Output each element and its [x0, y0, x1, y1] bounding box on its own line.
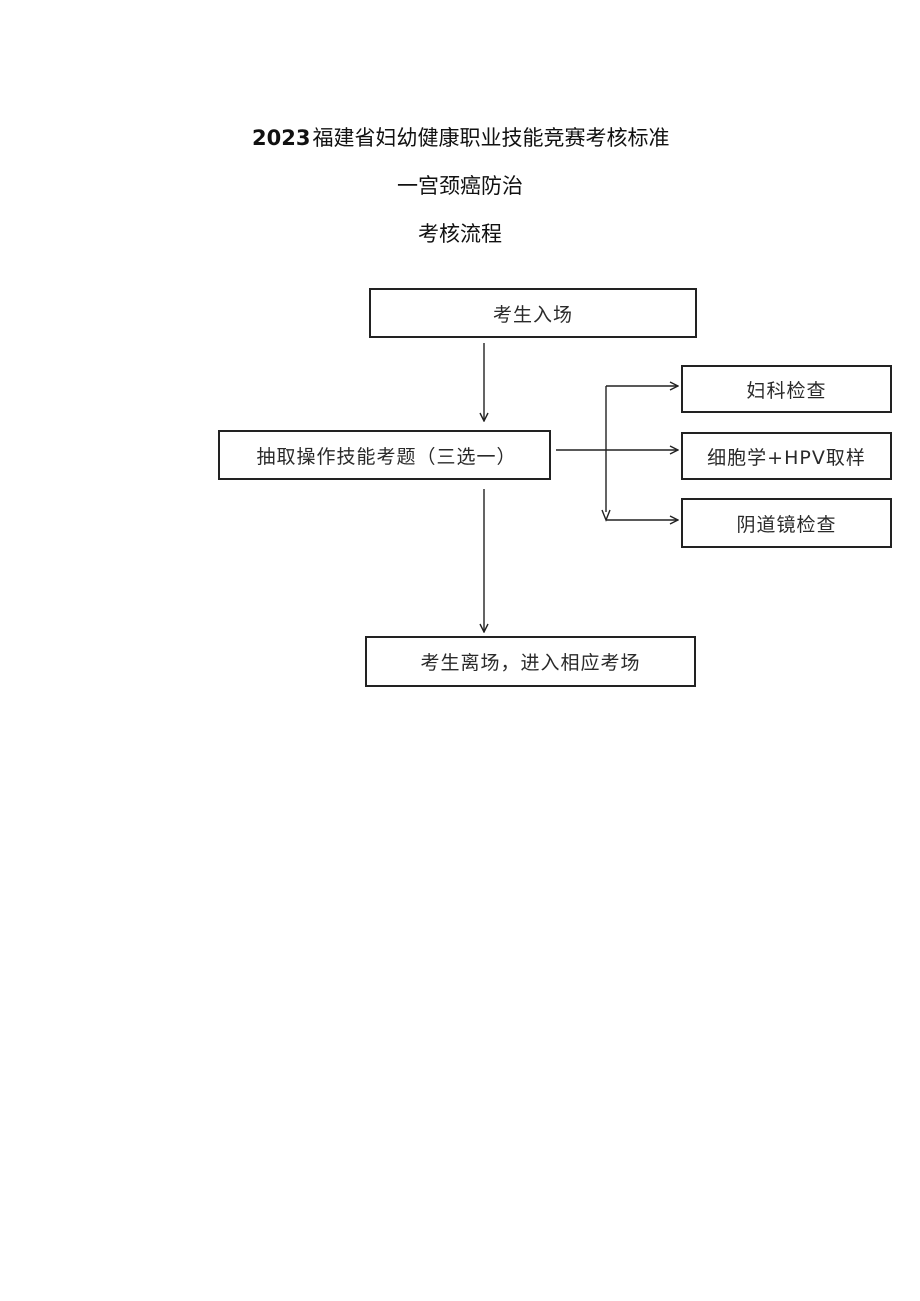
option-colposcopy-box: 阴道镜检查: [681, 498, 892, 548]
step-leave-label: 考生离场，进入相应考场: [420, 652, 641, 674]
option-cytology-hpv-label: 细胞学+HPV取样: [707, 446, 866, 469]
option-colposcopy-label: 阴道镜检查: [736, 513, 837, 536]
step-leave-box: 考生离场，进入相应考场: [365, 636, 696, 687]
document-title: 2023福建省妇幼健康职业技能竞赛考核标准: [252, 122, 669, 152]
step-enter-label: 考生入场: [492, 303, 573, 326]
section-title: 考核流程: [418, 222, 502, 246]
step-draw-label: 抽取操作技能考题（三选一）: [256, 445, 517, 468]
option-cytology-hpv-box: 细胞学+HPV取样: [681, 432, 892, 480]
step-enter-box: 考生入场: [369, 288, 697, 338]
title-year: 2023: [252, 126, 311, 150]
option-gyn-exam-label: 妇科检查: [746, 379, 827, 402]
branch-down-arrowhead: [601, 509, 611, 522]
option-gyn-exam-box: 妇科检查: [681, 365, 892, 413]
step-draw-box: 抽取操作技能考题（三选一）: [218, 430, 551, 480]
document-subtitle: 一宫颈癌防治: [397, 174, 523, 198]
title-text: 福建省妇幼健康职业技能竞赛考核标准: [312, 126, 670, 150]
